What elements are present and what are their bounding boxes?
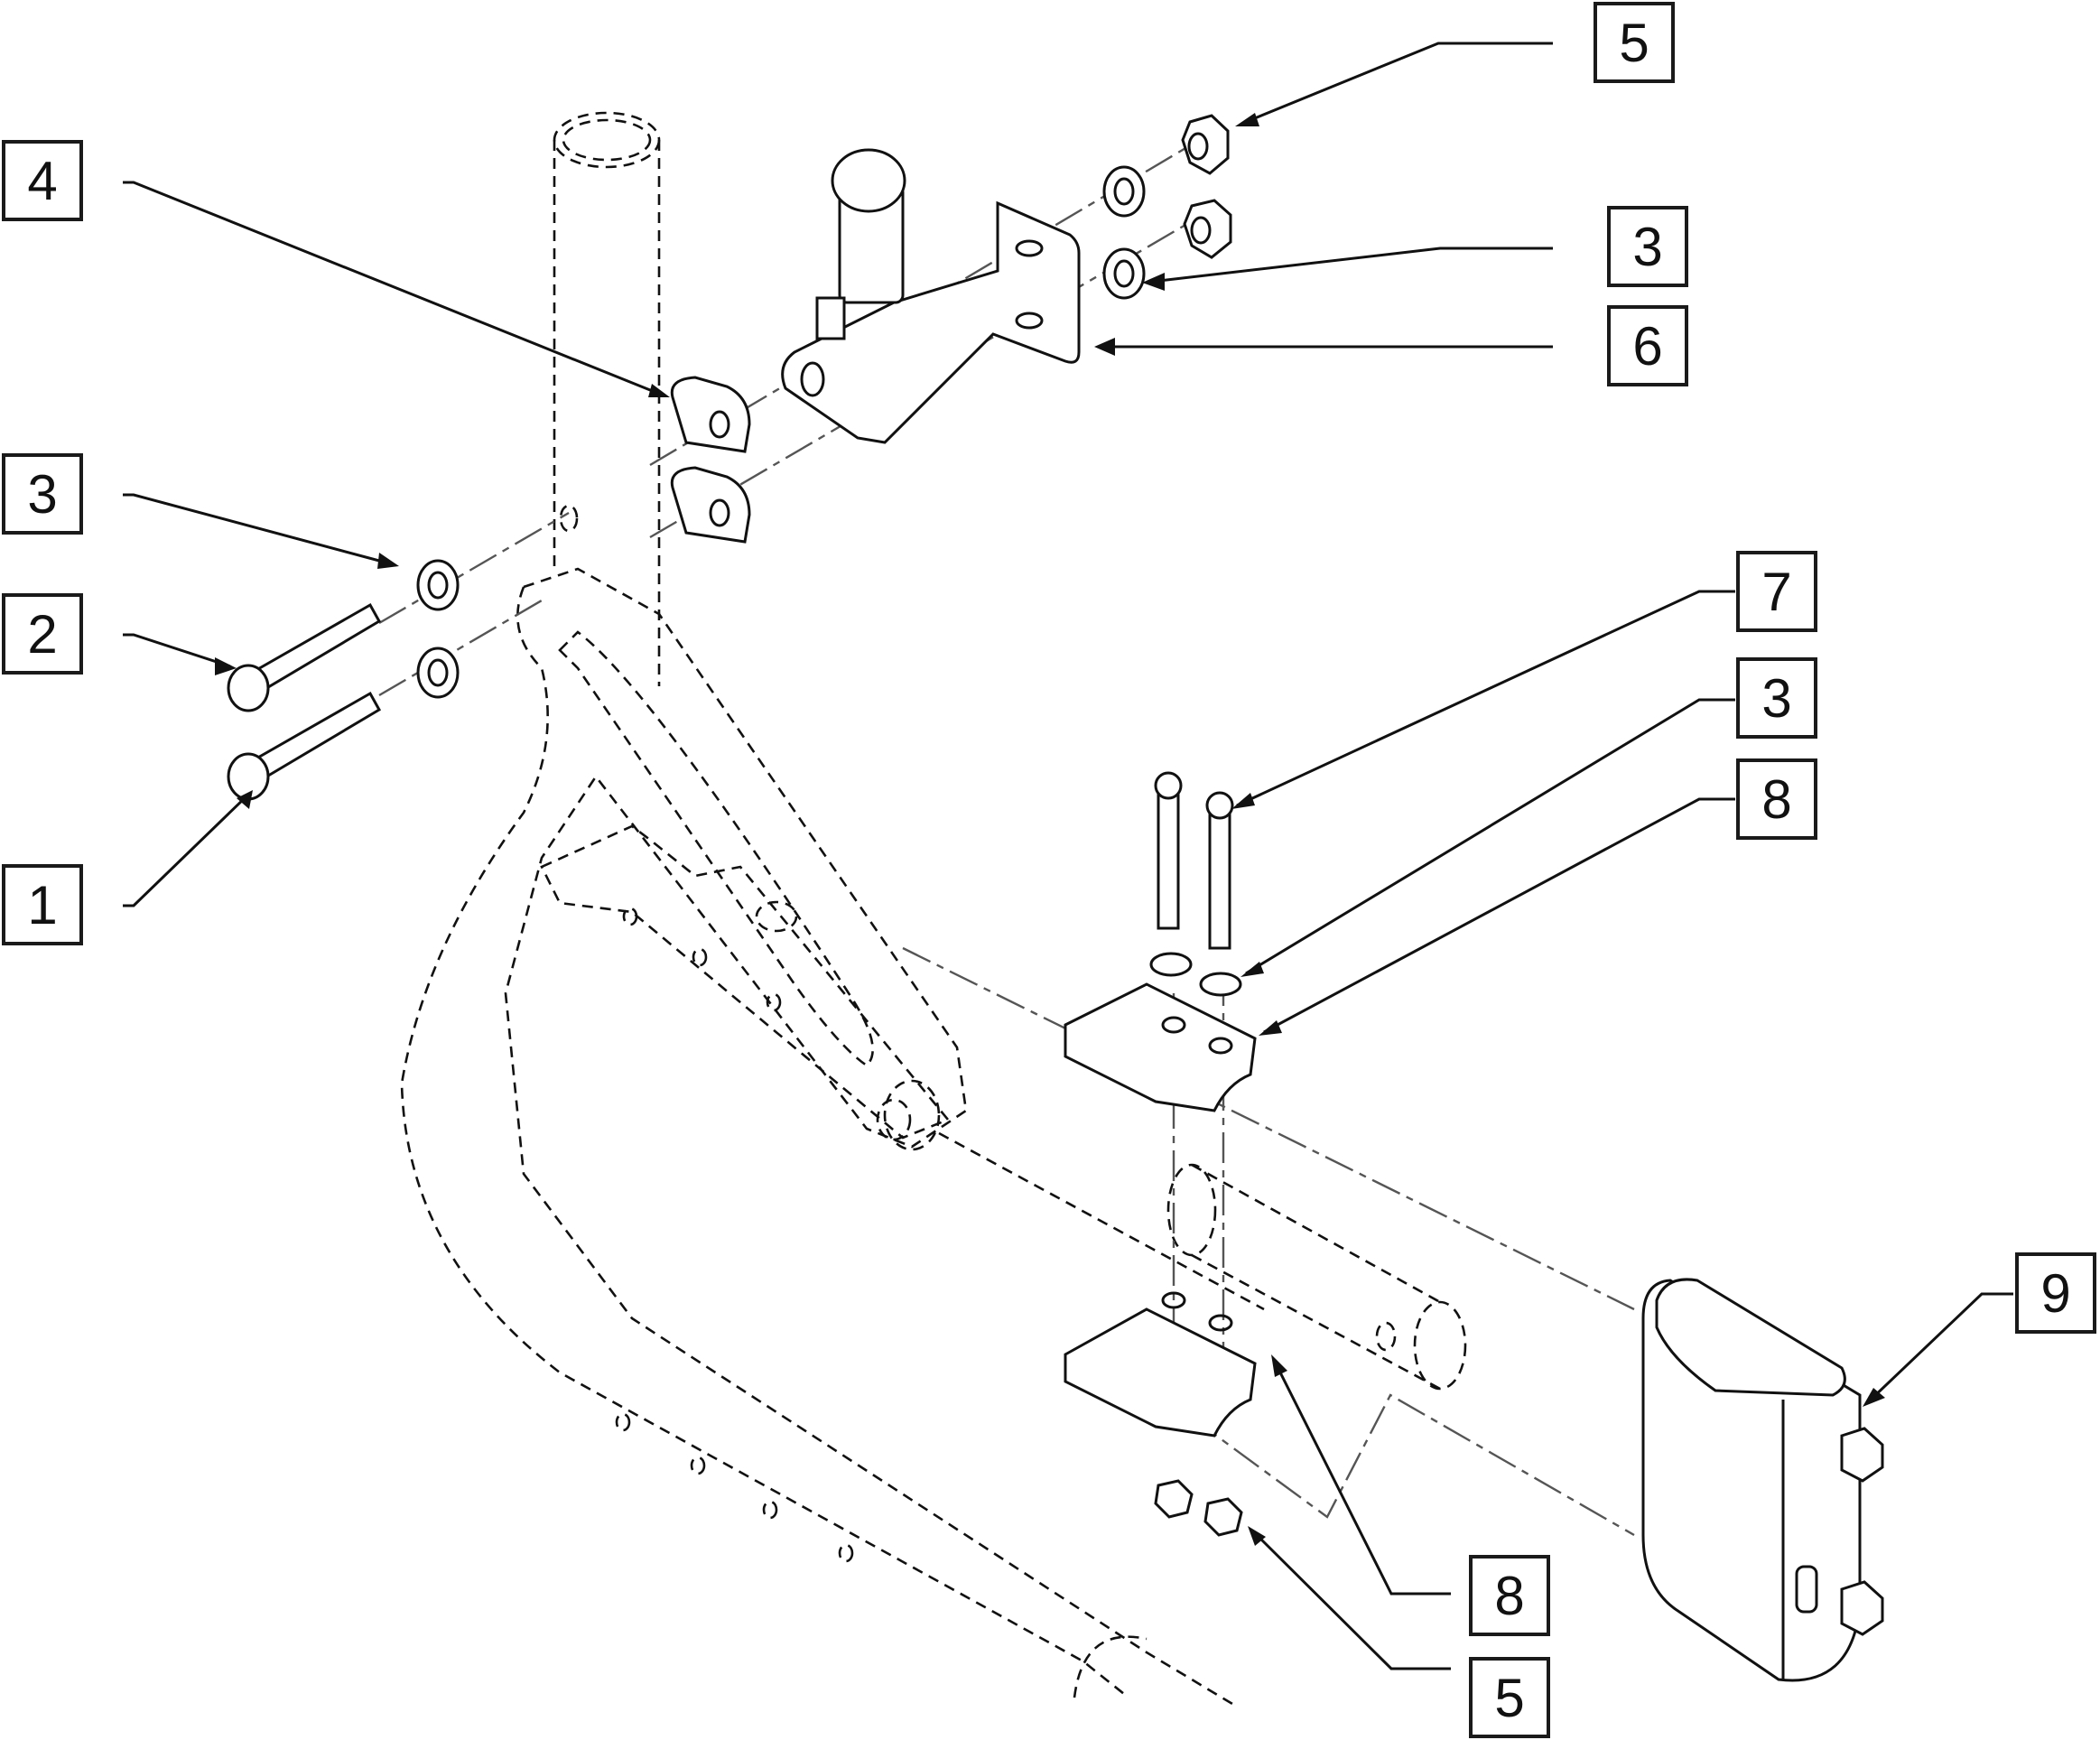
bracket-part-6 bbox=[781, 148, 1081, 444]
washers-nuts-upper bbox=[1102, 114, 1232, 300]
callout-2: 2 bbox=[2, 593, 83, 675]
callout-3-clamp: 3 bbox=[1736, 657, 1817, 739]
callout-6: 6 bbox=[1607, 305, 1688, 386]
callout-7: 7 bbox=[1736, 551, 1817, 632]
center-lines bbox=[378, 143, 1635, 1537]
leader-lines bbox=[123, 42, 2013, 1670]
callout-5-upper: 5 bbox=[1594, 2, 1675, 83]
callout-8-upper: 8 bbox=[1736, 758, 1817, 840]
frame-hidden-lines bbox=[400, 111, 1467, 1708]
housing-part-9 bbox=[1641, 1278, 1884, 1682]
callout-4: 4 bbox=[2, 140, 83, 221]
callout-8-lower: 8 bbox=[1469, 1555, 1550, 1636]
callout-9: 9 bbox=[2015, 1252, 2096, 1334]
clamp-assembly bbox=[1064, 771, 1257, 1537]
callout-1: 1 bbox=[2, 864, 83, 945]
callout-5-lower: 5 bbox=[1469, 1657, 1550, 1738]
spacer-part-4 bbox=[670, 376, 751, 544]
callout-3-left: 3 bbox=[2, 453, 83, 535]
callout-3-upper: 3 bbox=[1607, 206, 1688, 287]
bolts-washers-left bbox=[227, 559, 460, 801]
